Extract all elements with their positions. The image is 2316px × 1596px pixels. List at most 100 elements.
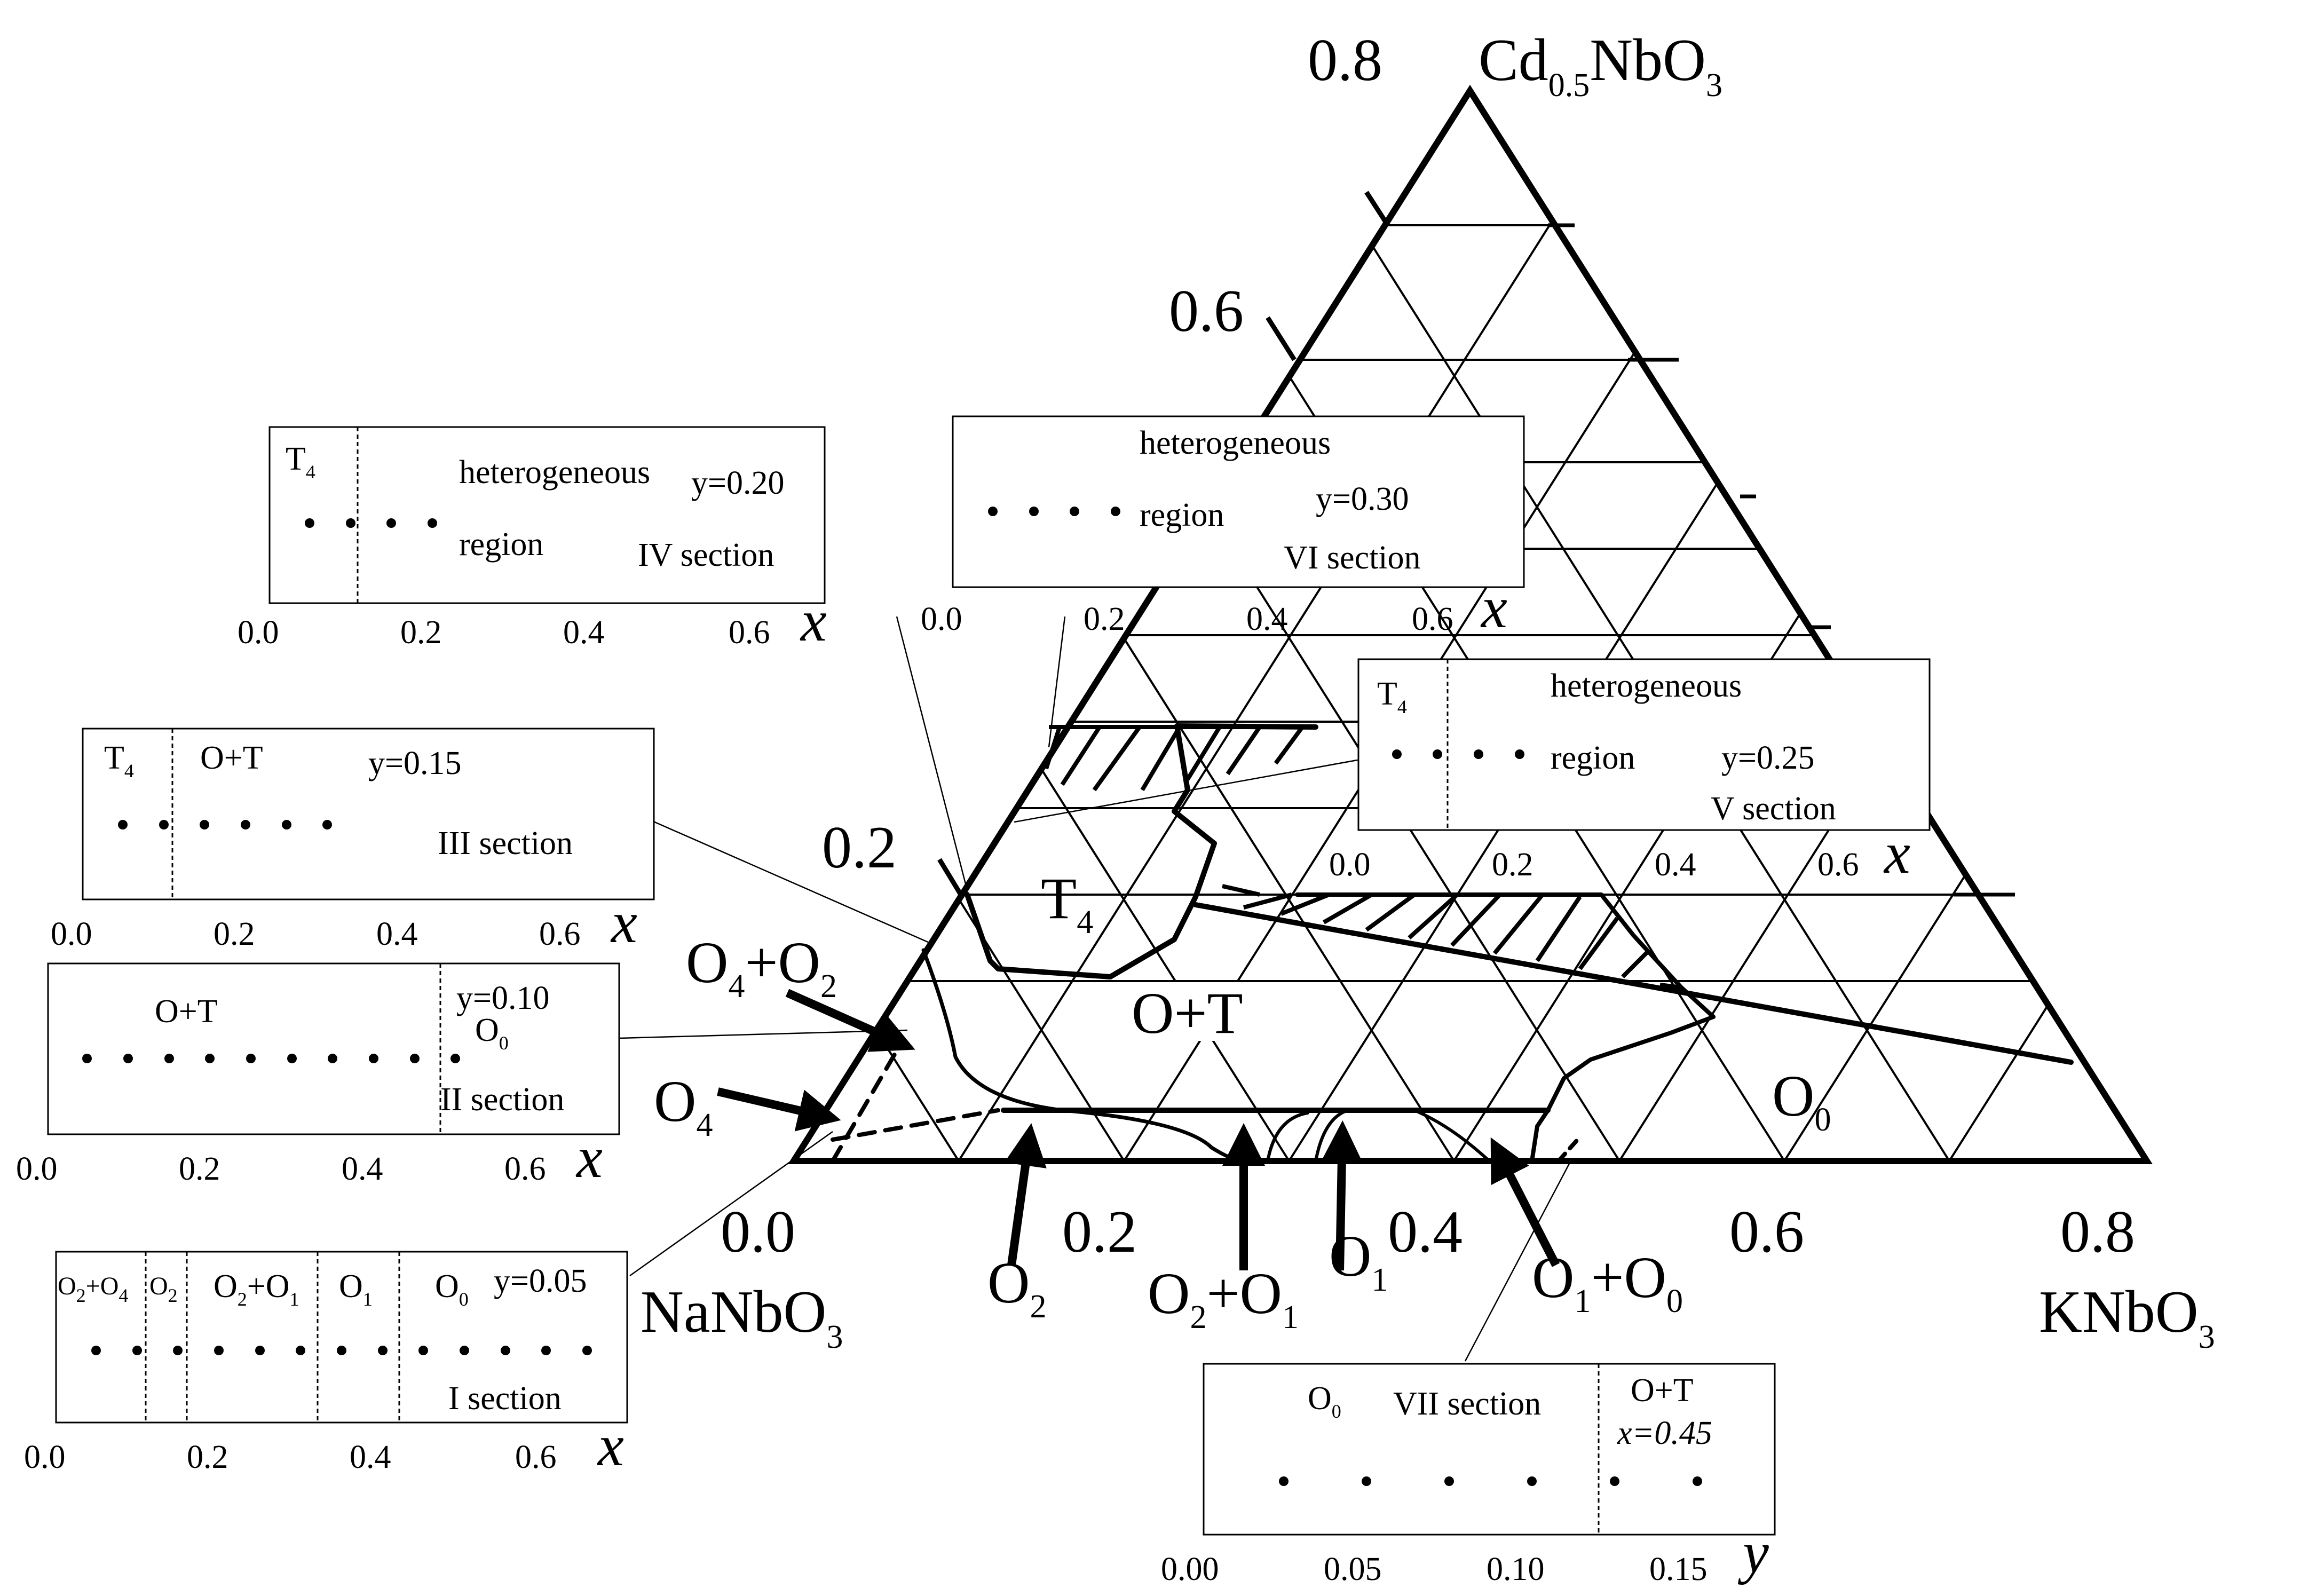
svg-text:0.2: 0.2 xyxy=(400,614,442,651)
svg-text:x=0.45: x=0.45 xyxy=(1617,1415,1712,1451)
tick-bottom-04: 0.4 xyxy=(1388,1199,1463,1265)
vertex-right-label: KNbO3 xyxy=(2039,1279,2215,1355)
left-ticks xyxy=(937,191,1390,896)
arrow-o1 xyxy=(1320,1120,1363,1271)
svg-text:III section: III section xyxy=(438,825,573,862)
svg-text:0.0: 0.0 xyxy=(1329,847,1371,883)
hatch-boundary xyxy=(1295,892,1716,1019)
inset-vi-points xyxy=(988,507,1120,516)
svg-text:0.6: 0.6 xyxy=(1412,601,1453,637)
tick-bottom-06: 0.6 xyxy=(1729,1199,1804,1265)
svg-text:VII section: VII section xyxy=(1393,1386,1541,1422)
vertex-labels: 0.8 Cd0.5NbO3 0.6 0.2 0.0 0.2 0.4 0.6 0.… xyxy=(641,27,2215,1355)
svg-text:y=0.05: y=0.05 xyxy=(494,1263,587,1299)
tick-left-06: 0.6 xyxy=(1169,278,1244,344)
svg-text:y=0.10: y=0.10 xyxy=(456,980,549,1016)
tick-bottom-08: 0.8 xyxy=(2060,1199,2135,1265)
svg-text:O1: O1 xyxy=(339,1268,373,1310)
label-o1o0: O1+O0 xyxy=(1532,1245,1683,1320)
t4-boundary xyxy=(965,723,1318,979)
tick-bottom-00: 0.0 xyxy=(721,1199,795,1265)
svg-text:0.2: 0.2 xyxy=(187,1439,228,1475)
inset-iv-points xyxy=(305,518,437,528)
inset-vii-points xyxy=(1279,1476,1702,1486)
inset-i: O2+O4 O2 O2+O1 O1 O0 y=0.05 I section 0.… xyxy=(24,1251,628,1478)
ot-upper-boundary xyxy=(1193,902,2074,1065)
svg-text:0.6: 0.6 xyxy=(539,916,581,952)
svg-text:x: x xyxy=(597,1413,624,1478)
tick-bottom-02: 0.2 xyxy=(1062,1199,1137,1265)
region-t4: T4 xyxy=(1041,866,1093,941)
inset-ii: O+T y=0.10 O0 II section 0.0 0.2 0.4 0.6… xyxy=(16,962,620,1190)
svg-text:I section: I section xyxy=(448,1380,562,1417)
inset-ii-points xyxy=(82,1054,460,1063)
svg-text:VI section: VI section xyxy=(1284,540,1421,576)
svg-text:0.6: 0.6 xyxy=(515,1439,557,1475)
svg-text:O+T: O+T xyxy=(155,993,218,1030)
arrow-labels: O4+O2 O4 O2 O2+O1 O1 O1+O0 xyxy=(654,930,1683,1336)
svg-text:y=0.15: y=0.15 xyxy=(368,745,461,781)
svg-text:O2+O1: O2+O1 xyxy=(214,1268,299,1310)
svg-text:0.6: 0.6 xyxy=(1817,847,1859,883)
arrows xyxy=(717,989,1560,1271)
svg-text:O0: O0 xyxy=(475,1012,509,1054)
svg-text:0.2: 0.2 xyxy=(179,1151,220,1187)
svg-text:heterogeneous: heterogeneous xyxy=(1140,425,1331,461)
svg-text:x: x xyxy=(610,890,637,955)
dashed-right xyxy=(1556,1135,1582,1163)
svg-text:0.6: 0.6 xyxy=(729,614,770,651)
svg-text:0.2: 0.2 xyxy=(1084,601,1125,637)
tick-left-02: 0.2 xyxy=(822,815,897,881)
label-o1: O1 xyxy=(1329,1223,1388,1298)
arrow-o4 xyxy=(717,1087,841,1132)
label-o2o1: O2+O1 xyxy=(1148,1261,1299,1336)
svg-text:0.05: 0.05 xyxy=(1324,1551,1382,1587)
svg-text:0.4: 0.4 xyxy=(1655,847,1696,883)
svg-text:0.10: 0.10 xyxy=(1487,1551,1545,1587)
svg-text:y=0.30: y=0.30 xyxy=(1316,481,1409,517)
leader-lines xyxy=(619,616,1570,1362)
dashed-left xyxy=(831,1044,902,1163)
svg-text:T4: T4 xyxy=(1377,676,1407,717)
svg-text:0.0: 0.0 xyxy=(16,1151,58,1187)
label-o4: O4 xyxy=(654,1069,713,1143)
inset-vi: heterogeneous region y=0.30 VI section 0… xyxy=(921,415,1525,640)
vertex-top-label: Cd0.5NbO3 xyxy=(1479,27,1722,104)
inset-vii: O0 VII section O+T x=0.45 0.00 0.05 0.10… xyxy=(1161,1363,1776,1587)
inset-iv: T4 heterogeneous region y=0.20 IV sectio… xyxy=(238,426,827,653)
region-o0: O0 xyxy=(1772,1063,1831,1138)
o0-boundary xyxy=(1530,1015,1716,1163)
svg-text:x: x xyxy=(800,588,827,653)
svg-text:0.15: 0.15 xyxy=(1649,1551,1708,1587)
arrow-o2 xyxy=(1004,1123,1047,1266)
svg-text:IV section: IV section xyxy=(638,537,774,573)
svg-text:y=0.20: y=0.20 xyxy=(691,465,784,501)
svg-text:0.00: 0.00 xyxy=(1161,1551,1219,1587)
svg-text:y: y xyxy=(1737,1520,1769,1585)
svg-text:O+T: O+T xyxy=(200,740,263,776)
svg-text:0.4: 0.4 xyxy=(563,614,605,651)
svg-text:region: region xyxy=(459,526,543,563)
svg-text:x: x xyxy=(1883,820,1910,886)
svg-text:0.0: 0.0 xyxy=(51,916,92,952)
svg-text:0.2: 0.2 xyxy=(214,916,255,952)
svg-text:heterogeneous: heterogeneous xyxy=(1551,668,1742,704)
svg-text:V section: V section xyxy=(1711,791,1836,827)
label-o2: O2 xyxy=(987,1250,1046,1325)
svg-text:region: region xyxy=(1551,740,1635,776)
svg-text:0.6: 0.6 xyxy=(504,1151,546,1187)
svg-text:0.2: 0.2 xyxy=(1492,847,1534,883)
tick-left-08: 0.8 xyxy=(1308,27,1382,93)
svg-text:O+T: O+T xyxy=(1631,1372,1694,1409)
svg-text:region: region xyxy=(1140,497,1224,533)
svg-text:II section: II section xyxy=(440,1081,564,1118)
svg-text:0.0: 0.0 xyxy=(24,1439,66,1475)
inset-v-points xyxy=(1392,749,1524,759)
inset-iii: T4 O+T y=0.15 III section 0.0 0.2 0.4 0.… xyxy=(51,728,655,955)
svg-text:y=0.25: y=0.25 xyxy=(1721,740,1814,776)
svg-text:x: x xyxy=(1480,575,1507,640)
ternary-triangle xyxy=(788,84,2153,1164)
arrow-o4o2 xyxy=(785,989,915,1052)
arrow-o1o0 xyxy=(1490,1137,1560,1267)
svg-text:0.4: 0.4 xyxy=(342,1151,383,1187)
